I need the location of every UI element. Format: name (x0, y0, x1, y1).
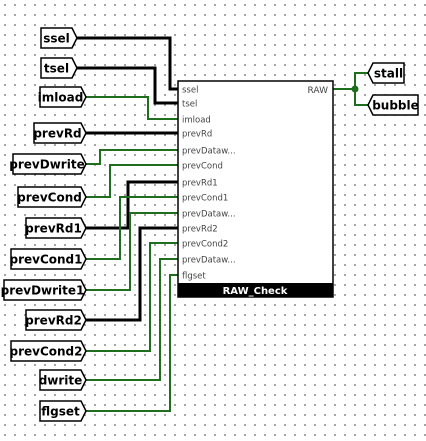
input-pin-label: dwrite (39, 374, 83, 388)
port-label: prevCond2 (182, 240, 228, 250)
port-label: prevDataw... (182, 210, 236, 220)
input-pin-imload[interactable]: imload (38, 86, 87, 108)
input-pin-prevDwrite1[interactable]: prevDwrite1 (1, 279, 87, 301)
input-pin-shape (40, 27, 78, 49)
output-pin-stall[interactable]: stall (367, 62, 405, 84)
input-pin-label: prevCond2 (9, 345, 82, 359)
input-pin-label: imload (38, 91, 84, 105)
input-pin-shape (25, 217, 87, 239)
input-pin-label: prevRd1 (25, 222, 82, 236)
port-label: prevCond1 (182, 194, 228, 204)
input-pin-label: tsel (44, 62, 69, 76)
port-label: flgset (182, 272, 206, 282)
input-pin-shape (39, 86, 87, 108)
input-pin-prevRd[interactable]: prevRd (33, 122, 87, 144)
input-pin-shape (3, 279, 87, 301)
input-pin-shape (12, 153, 87, 175)
wire-prevRd2 (84, 226, 180, 322)
port-label: prevRd2 (182, 225, 218, 235)
port-label: prevRd1 (182, 179, 218, 189)
input-pin-label: ssel (43, 32, 70, 46)
port-label: prevDataw... (182, 147, 236, 157)
input-pin-label: prevCond (17, 191, 82, 205)
input-pin-shape (39, 369, 87, 391)
input-pin-shape (33, 122, 87, 144)
component-body (177, 80, 334, 298)
wire-dwrite (85, 258, 179, 381)
output-pin-shape (367, 94, 419, 116)
input-pin-prevRd1[interactable]: prevRd1 (25, 217, 87, 239)
input-pin-ssel[interactable]: ssel (40, 27, 78, 49)
port-label: tsel (182, 100, 197, 110)
wire-imload (85, 96, 179, 120)
port-label: prevRd (182, 130, 212, 140)
input-pin-dwrite[interactable]: dwrite (39, 369, 87, 391)
wire-prevCond2 (85, 242, 179, 352)
component-name: RAW_Check (223, 286, 288, 297)
input-pin-prevCond[interactable]: prevCond (17, 186, 87, 208)
input-pin-label: prevDwrite (9, 158, 84, 172)
input-pin-shape (39, 400, 87, 422)
input-pin-shape (10, 340, 87, 362)
wire-stall (354, 72, 369, 90)
wire-prevDwrite (85, 149, 179, 165)
input-pin-tsel[interactable]: tsel (40, 57, 78, 79)
wire-ssel (75, 36, 180, 91)
input-pin-label: prevRd (33, 127, 81, 141)
input-pin-shape (40, 57, 78, 79)
port-label: prevCond (182, 162, 223, 172)
component-label-bar (178, 283, 333, 297)
port-label: prevDataw... (182, 256, 236, 266)
wire-junction (351, 85, 359, 93)
input-pin-label: prevRd2 (25, 314, 82, 328)
output-pin-bubble[interactable]: bubble (367, 94, 419, 116)
port-label: ssel (182, 86, 198, 96)
output-pin-label: stall (374, 67, 403, 81)
output-pin-shape (367, 62, 405, 84)
output-port-label: RAW (308, 86, 329, 96)
input-pin-shape (17, 186, 87, 208)
input-pin-shape (10, 248, 87, 270)
output-pins: stall bubble (367, 62, 419, 116)
wire-bubble (354, 88, 369, 106)
wire-tsel (75, 66, 180, 105)
wire-prevDwrite1 (85, 212, 179, 291)
wire-prevRd1 (84, 180, 180, 230)
input-pin-flgset[interactable]: flgset (39, 400, 87, 422)
input-pin-prevCond2[interactable]: prevCond2 (9, 340, 87, 362)
input-pin-prevDwrite[interactable]: prevDwrite (9, 153, 87, 175)
port-label: imload (182, 116, 211, 126)
wire-flgset (85, 274, 179, 412)
input-pin-label: prevDwrite1 (1, 284, 85, 298)
input-pin-label: flgset (41, 405, 80, 419)
input-pin-prevCond1[interactable]: prevCond1 (9, 248, 87, 270)
input-pin-label: prevCond1 (9, 253, 82, 267)
output-pin-label: bubble (372, 99, 419, 113)
input-pin-prevRd2[interactable]: prevRd2 (25, 309, 87, 331)
input-pins: ssel tsel imload prevRd prevDwrite prevCond pr… (1, 27, 87, 422)
input-pin-shape (25, 309, 87, 331)
wires (75, 36, 369, 412)
raw-check-component[interactable]: RAW_Check RAW ssel tsel imload prevRd prevDa… (177, 80, 334, 298)
wire-prevCond1 (85, 196, 179, 260)
wire-prevCond (85, 164, 179, 198)
port-labels: ssel tsel imload prevRd prevDataw... prevCond… (182, 86, 236, 282)
